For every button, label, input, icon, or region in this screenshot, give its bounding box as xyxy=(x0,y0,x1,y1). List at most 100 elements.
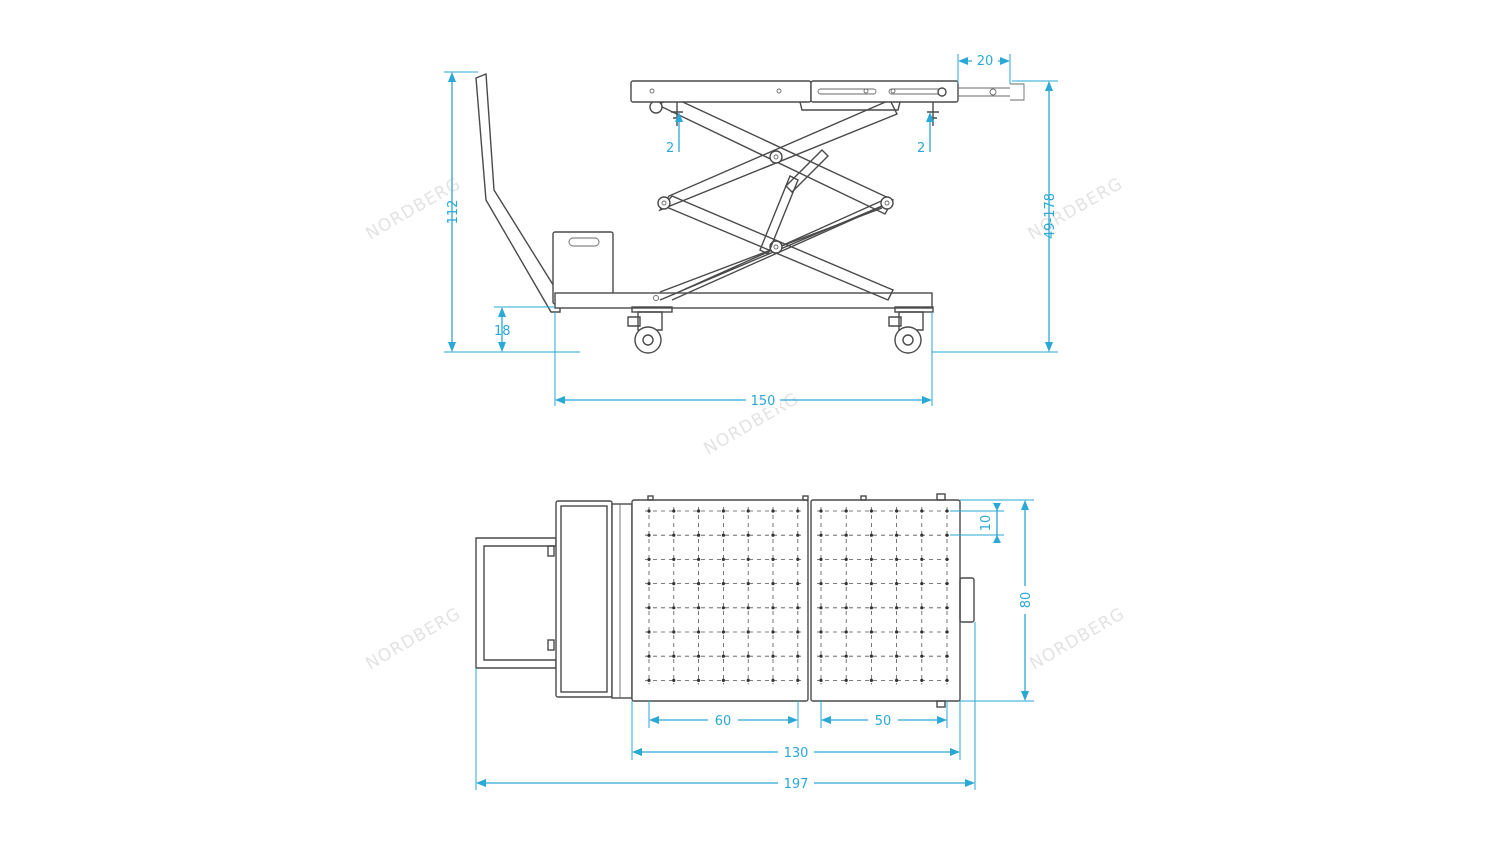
top-dimensions: 10 80 60 50 130 xyxy=(475,499,1034,792)
platform-hole xyxy=(869,630,874,634)
platform-top-right xyxy=(810,499,961,702)
platform-hole xyxy=(672,509,676,513)
platform-hole xyxy=(920,630,924,634)
platform-hole xyxy=(746,557,750,562)
watermark-4: NORDBERG xyxy=(363,604,465,675)
dim-lift-range: 49-178 xyxy=(1043,193,1058,239)
side-dimensions: 112 18 150 20 2 2 49- xyxy=(444,52,1058,409)
platform-hole xyxy=(945,606,949,610)
platform-hole xyxy=(945,654,949,658)
platform-hole xyxy=(844,678,848,683)
dim-hole-pitch: 10 xyxy=(979,515,994,532)
platform-hole xyxy=(647,509,651,513)
control-box-handle xyxy=(568,237,600,247)
platform-hole xyxy=(647,557,651,562)
platform-hole xyxy=(844,630,848,634)
handle-top xyxy=(475,537,557,669)
platform-hole xyxy=(697,606,701,610)
platform-hole xyxy=(819,509,823,513)
platform-hole xyxy=(721,557,726,562)
platform-hole xyxy=(647,630,651,634)
platform-side xyxy=(630,80,1025,126)
platform-hole xyxy=(869,582,874,586)
platform-hole xyxy=(697,630,701,634)
platform-hole xyxy=(721,533,726,537)
dim-section-right: 50 xyxy=(875,714,892,729)
platform-hole xyxy=(771,557,775,562)
platform-hole xyxy=(895,630,899,634)
platform-hole xyxy=(869,533,874,537)
platform-hole xyxy=(819,557,823,562)
platform-hole xyxy=(895,533,899,537)
platform-hole xyxy=(672,654,676,658)
platform-hole xyxy=(746,630,750,634)
platform-hole xyxy=(746,582,750,586)
dim-base-height: 18 xyxy=(494,324,511,339)
platform-right-section xyxy=(810,80,959,103)
platform-hole xyxy=(819,606,823,610)
platform-hole xyxy=(844,557,848,562)
control-box-top xyxy=(555,500,613,698)
platform-hole xyxy=(771,654,775,658)
platform-left-section xyxy=(630,80,812,103)
platform-hole xyxy=(672,630,676,634)
platform-hole xyxy=(844,654,848,658)
dim-platform-length: 130 xyxy=(784,746,809,761)
dim-total-length: 197 xyxy=(784,777,809,792)
platform-hole xyxy=(920,606,924,610)
handle xyxy=(475,72,561,313)
platform-hole xyxy=(819,654,823,658)
dim-overall-height: 112 xyxy=(446,200,461,225)
platform-hole xyxy=(945,630,949,634)
platform-hole xyxy=(697,582,701,586)
top-view xyxy=(475,493,975,708)
platform-hole xyxy=(721,654,726,658)
platform-hole xyxy=(844,582,848,586)
platform-hole xyxy=(844,533,848,537)
platform-hole xyxy=(869,654,874,658)
platform-hole xyxy=(796,582,800,586)
platform-top-left xyxy=(631,499,809,702)
hole-grid xyxy=(645,507,951,685)
dim-stud-left: 2 xyxy=(666,141,674,156)
dim-stud-right: 2 xyxy=(917,141,925,156)
dim-platform-width: 80 xyxy=(1019,592,1034,609)
platform-hole xyxy=(945,557,949,562)
side-view xyxy=(475,72,1025,354)
platform-hole xyxy=(895,654,899,658)
platform-hole xyxy=(672,533,676,537)
platform-hole xyxy=(796,557,800,562)
platform-hole xyxy=(672,582,676,586)
platform-hole xyxy=(920,557,924,562)
platform-hole xyxy=(697,509,701,513)
platform-hole xyxy=(771,630,775,634)
platform-hole xyxy=(869,678,874,683)
platform-hole xyxy=(844,509,848,513)
platform-hole xyxy=(945,582,949,586)
platform-hole xyxy=(796,654,800,658)
caster-left xyxy=(627,311,663,354)
platform-hole xyxy=(647,678,651,683)
platform-hole xyxy=(746,606,750,610)
platform-hole xyxy=(920,582,924,586)
base-frame xyxy=(554,292,933,309)
platform-hole xyxy=(796,630,800,634)
platform-hole xyxy=(746,533,750,537)
platform-hole xyxy=(796,509,800,513)
platform-hole xyxy=(796,678,800,683)
platform-hole xyxy=(746,654,750,658)
platform-hole xyxy=(697,654,701,658)
platform-hole xyxy=(721,509,726,513)
dim-section-left: 60 xyxy=(715,714,732,729)
platform-hole xyxy=(647,606,651,610)
watermark-5: NORDBERG xyxy=(1027,604,1129,675)
platform-hole xyxy=(945,509,949,513)
platform-hole xyxy=(771,606,775,610)
platform-hole xyxy=(796,606,800,610)
platform-hole xyxy=(746,509,750,513)
platform-hole xyxy=(844,606,848,610)
platform-hole xyxy=(672,678,676,683)
caster-right xyxy=(888,311,924,354)
platform-hole xyxy=(819,533,823,537)
